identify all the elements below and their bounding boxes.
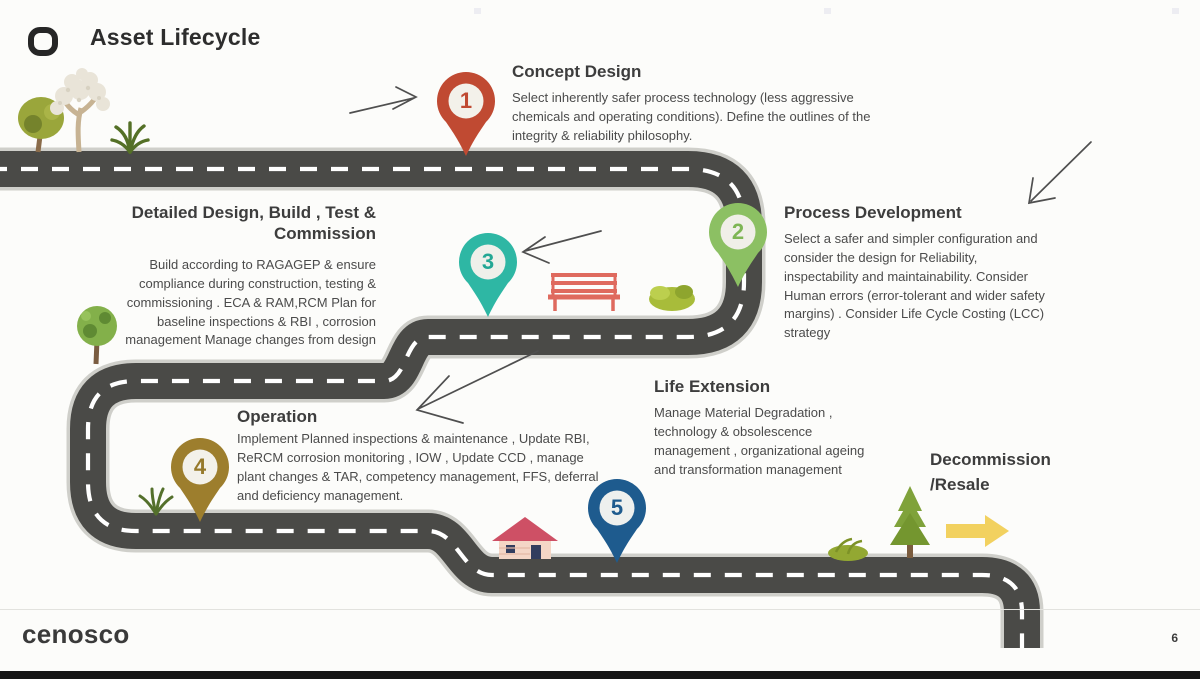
artifact-speck xyxy=(824,8,831,14)
road-center-dashes xyxy=(0,166,1025,648)
pine-tree-icon xyxy=(890,486,930,558)
bush-icon xyxy=(649,285,695,311)
stage-title-operation: Operation xyxy=(237,407,318,426)
map-pin-icon-3 xyxy=(459,233,517,317)
stage-desc-process-development: Select a safer and simpler configuration… xyxy=(784,231,1045,341)
map-pin-icon-4 xyxy=(171,438,229,522)
grass-icon xyxy=(828,537,868,561)
road xyxy=(0,147,1044,648)
fern-icon xyxy=(110,121,150,154)
stage-desc-life-extension: Manage Material Degradation , technology… xyxy=(654,405,865,477)
house-icon xyxy=(492,517,558,559)
pin-number-3: 3 xyxy=(481,249,495,274)
stage-title-decommission-resale: Decommission /Resale xyxy=(930,450,1051,494)
bottom-bar xyxy=(0,671,1200,679)
artifact-speck xyxy=(1172,8,1179,14)
footer-divider xyxy=(0,609,1200,610)
map-pin-icon-2 xyxy=(709,203,767,287)
map-pin-icon-1 xyxy=(437,72,495,156)
stage-desc-detailed-design: Build according to RAGAGEP & ensure comp… xyxy=(125,257,376,348)
brand-logo: cenosco xyxy=(22,619,130,649)
bench-icon xyxy=(548,273,620,311)
pin-number-4: 4 xyxy=(193,454,207,479)
pin-number-2: 2 xyxy=(731,219,745,244)
sketch-arrows xyxy=(349,86,1092,424)
grass-icon xyxy=(138,487,174,516)
artifact-speck xyxy=(474,8,481,14)
map-pin-icon-5 xyxy=(588,479,646,563)
pin-number-5: 5 xyxy=(610,495,624,520)
stage-desc-concept-design: Select inherently safer process technolo… xyxy=(512,90,871,143)
stage-title-detailed-design: Detailed Design, Build , Test & Commissi… xyxy=(131,203,376,244)
page-number: 6 xyxy=(1171,631,1178,645)
pin-number-1: 1 xyxy=(459,88,473,113)
stage-title-life-extension: Life Extension xyxy=(654,377,771,396)
stage-desc-operation: Implement Planned inspections & maintena… xyxy=(237,431,599,503)
arrow-right-icon xyxy=(946,515,1009,547)
stage-title-concept-design: Concept Design xyxy=(512,62,642,81)
rounded-square-logo-icon xyxy=(28,27,58,56)
tree-icon xyxy=(77,306,117,365)
blossom-tree-icon xyxy=(50,68,110,153)
stage-title-process-development: Process Development xyxy=(784,203,962,222)
page-title: Asset Lifecycle xyxy=(90,24,261,50)
